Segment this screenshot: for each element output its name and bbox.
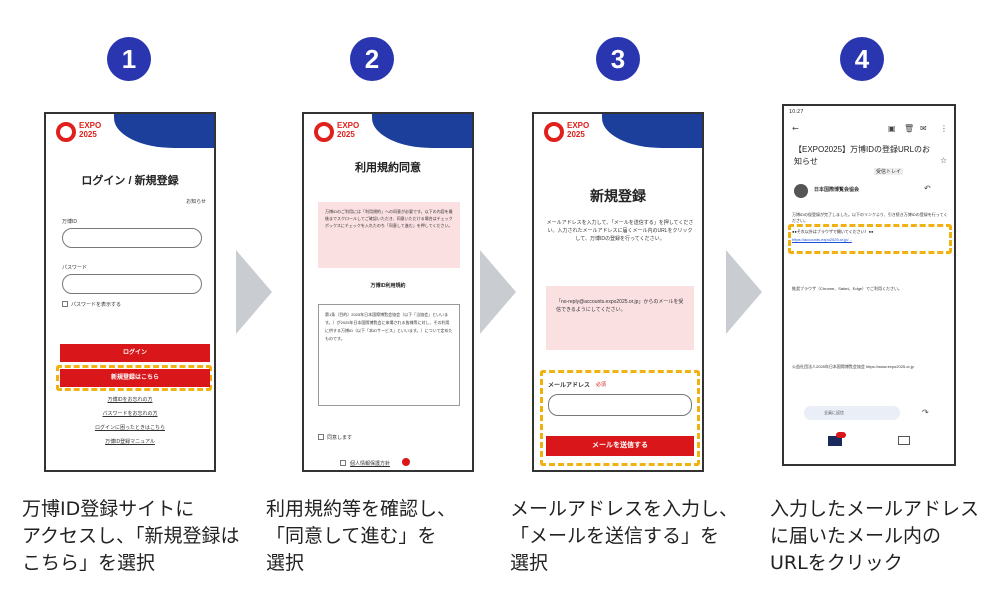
- email-footer: 公益社団法人2025年日本国際博覧会協会 https://www.expo202…: [792, 364, 914, 369]
- step-3-screen: EXPO 2025 新規登録 メールアドレスを入力して、「メールを送信する」を押…: [532, 112, 704, 472]
- step-2-number: 2: [350, 37, 394, 81]
- terms-notice-text: 万博IDのご利用には「利用規約」への同意が必要です。以下の内容を最後までスクロー…: [325, 209, 453, 228]
- caption-line: 選択: [510, 552, 549, 574]
- caption-line: アクセスし、「新規登録は: [22, 525, 240, 547]
- show-password-label: パスワードを表示する: [71, 302, 122, 308]
- terms-body: 第1条（目的）2025年日本国際博覧会協会（以下「当協会」といいます。）が202…: [325, 312, 453, 341]
- back-arrow-icon[interactable]: ←: [792, 124, 799, 133]
- expo-logo: EXPO 2025: [46, 114, 214, 152]
- expo-logo-text: EXPO 2025: [337, 121, 360, 139]
- expo-logo: EXPO 2025: [534, 114, 702, 152]
- caption-line: 入力したメールアドレス: [770, 498, 980, 520]
- registration-url-link[interactable]: https://accounts.expo2025.or.jp/...: [792, 237, 852, 242]
- expo-logo-text: EXPO 2025: [79, 121, 102, 139]
- reply-all-bar[interactable]: 全員に返信: [804, 406, 900, 420]
- instructions-text: メールアドレスを入力して、「メールを送信する」を押してください。入力されたメール…: [546, 220, 694, 242]
- expo-mark-icon: [314, 122, 334, 142]
- notice-link[interactable]: お知らせ: [186, 199, 206, 205]
- url-highlight: [788, 224, 952, 254]
- id-input[interactable]: [62, 228, 202, 248]
- terms-heading: 万博ID利用規約: [370, 283, 406, 289]
- caption-line: に届いたメール内の: [770, 525, 942, 547]
- more-icon[interactable]: ⋮: [940, 124, 948, 133]
- step-2-screen: EXPO 2025 利用規約同意 万博IDのご利用には「利用規約」への同意が必要…: [302, 112, 474, 472]
- expo-mark-icon: [544, 122, 564, 142]
- send-email-button[interactable]: メールを送信する: [546, 436, 694, 456]
- forgot-password-link[interactable]: パスワードをお忘れの方: [102, 411, 158, 417]
- step-4-screen: 10:27 ← ▣ 🗑 ✉ ⋮ 【EXPO2025】万博IDの登録URLのお知ら…: [782, 104, 956, 466]
- agree-checkbox[interactable]: [318, 434, 324, 440]
- email-subject: 【EXPO2025】万博IDの登録URLのお知らせ: [794, 145, 931, 166]
- sender-avatar: [794, 184, 808, 198]
- caption-line: こちら」を選択: [22, 552, 156, 574]
- step-1-number: 1: [107, 37, 151, 81]
- sender-notice: 「no-reply@accounts.expo2025.or.jp」からのメール…: [546, 286, 694, 350]
- unread-badge-icon: [836, 432, 846, 438]
- arrow-2-icon: [480, 250, 516, 334]
- page-title: 利用規約同意: [355, 162, 421, 174]
- password-label: パスワード: [62, 265, 88, 271]
- id-label: 万博ID: [62, 219, 78, 225]
- sender-name: 日本国際博覧会協会: [814, 187, 860, 193]
- login-button[interactable]: ログイン: [60, 344, 210, 362]
- terms-scroll-box[interactable]: 第1条（目的）2025年日本国際博覧会協会（以下「当協会」といいます。）が202…: [318, 304, 460, 406]
- caption-line: 「同意して進む」を: [266, 525, 437, 547]
- browser-note: 推奨ブラウザ（Chrome、Safari、Edge）でご利用ください。: [792, 286, 903, 291]
- arrow-1-icon: [236, 250, 272, 334]
- step-3-caption: メールアドレスを入力し、 「メールを送信する」を 選択: [510, 496, 746, 577]
- archive-icon[interactable]: ▣: [888, 124, 896, 133]
- forward-icon[interactable]: ↷: [922, 408, 929, 417]
- step-4-number: 4: [840, 37, 884, 81]
- sender-notice-text: 「no-reply@accounts.expo2025.or.jp」からのメール…: [556, 299, 684, 313]
- star-icon[interactable]: ☆: [940, 156, 948, 165]
- privacy-badge-icon: [402, 458, 410, 466]
- step-1-screen: EXPO 2025 ログイン / 新規登録 お知らせ 万博ID パスワード パス…: [44, 112, 216, 472]
- step-1-caption: 万博ID登録サイトに アクセスし、「新規登録は こちら」を選択: [22, 496, 248, 577]
- page-title: ログイン / 新規登録: [81, 175, 179, 187]
- required-badge: 必須: [596, 382, 607, 388]
- header-swoosh: [372, 114, 472, 148]
- caption-line: URLをクリック: [770, 552, 903, 574]
- forgot-id-link[interactable]: 万博IDをお忘れの方: [107, 397, 153, 403]
- caption-line: 選択: [266, 552, 305, 574]
- register-button[interactable]: 新規登録はこちら: [60, 369, 210, 387]
- mail-icon[interactable]: ✉: [920, 124, 927, 133]
- agree-label: 同意します: [327, 435, 353, 441]
- password-input[interactable]: [62, 274, 202, 294]
- caption-line: 「メールを送信する」を: [510, 525, 720, 547]
- arrow-3-icon: [726, 250, 762, 334]
- terms-notice: 万博IDのご利用には「利用規約」への同意が必要です。以下の内容を最後までスクロー…: [318, 202, 460, 268]
- reply-all-label: 全員に返信: [824, 410, 844, 415]
- login-help-link[interactable]: ログインに困ったときはこちら: [94, 425, 165, 431]
- video-tab-icon[interactable]: [898, 436, 910, 445]
- email-input[interactable]: [548, 394, 692, 416]
- header-swoosh: [114, 114, 214, 148]
- privacy-link[interactable]: 個人情報保護方針: [350, 461, 391, 467]
- manual-link[interactable]: 万博ID登録マニュアル: [105, 439, 155, 445]
- register-highlight: [56, 365, 212, 391]
- caption-line: メールアドレスを入力し、: [510, 498, 739, 520]
- page-title: 新規登録: [590, 188, 646, 204]
- show-password-checkbox[interactable]: [62, 301, 68, 307]
- email-label: メールアドレス: [548, 383, 591, 389]
- privacy-checkbox[interactable]: [340, 460, 346, 466]
- url-heading: ●●それ以外はブラウザで開いてください！●●: [792, 229, 874, 234]
- step-2-caption: 利用規約等を確認し、 「同意して進む」を 選択: [266, 496, 494, 577]
- header-swoosh: [602, 114, 702, 148]
- expo-logo: EXPO 2025: [304, 114, 472, 152]
- step-3-number: 3: [596, 37, 640, 81]
- caption-line: 利用規約等を確認し、: [266, 498, 457, 520]
- mail-tab-icon[interactable]: [828, 436, 842, 446]
- reply-icon[interactable]: ↶: [924, 184, 931, 193]
- status-bar: 10:27: [789, 109, 804, 115]
- delete-icon[interactable]: 🗑: [904, 124, 915, 133]
- expo-mark-icon: [56, 122, 76, 142]
- email-body-intro: 万博IDの仮登録が完了しました。以下のリンクより、引き続き万博IDの登録を行って…: [792, 212, 948, 223]
- email-form-highlight: [540, 370, 700, 466]
- inbox-tag: 受信トレイ: [874, 168, 904, 175]
- step-4-caption: 入力したメールアドレス に届いたメール内の URLをクリック: [770, 496, 996, 577]
- expo-logo-text: EXPO 2025: [567, 121, 590, 139]
- caption-line: 万博ID登録サイトに: [22, 498, 195, 520]
